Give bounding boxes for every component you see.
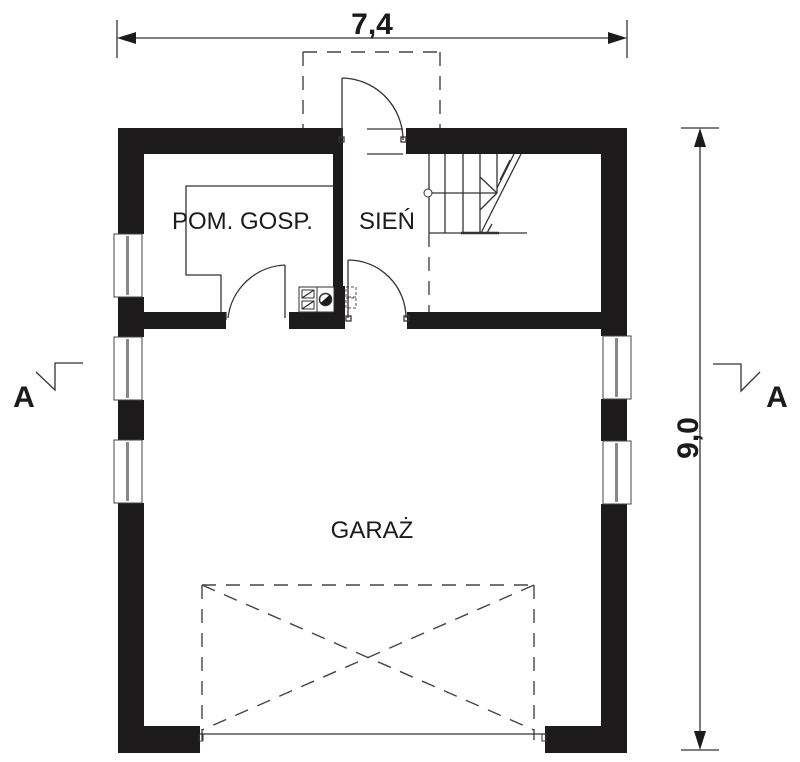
width-dimension: 7,4 bbox=[116, 8, 628, 58]
interior-walls bbox=[144, 128, 601, 329]
room-label-hall: SIEŃ bbox=[359, 208, 415, 235]
height-dimension: 9,0 bbox=[672, 127, 719, 751]
window-left-3 bbox=[113, 439, 143, 504]
garage-door bbox=[198, 584, 547, 742]
staircase bbox=[423, 153, 527, 312]
boiler-appliances bbox=[298, 286, 357, 313]
section-marker-right: A bbox=[713, 363, 788, 414]
section-marker-left: A bbox=[13, 362, 83, 414]
height-label: 9,0 bbox=[672, 417, 705, 459]
width-label: 7,4 bbox=[351, 8, 393, 41]
section-label-right: A bbox=[766, 381, 788, 414]
entrance-door bbox=[338, 77, 407, 155]
section-label-left: A bbox=[13, 381, 35, 414]
porch-outline bbox=[302, 51, 441, 128]
arrow-up-icon bbox=[694, 128, 706, 147]
window-right-1 bbox=[602, 335, 632, 400]
window-left-1 bbox=[113, 233, 143, 298]
hall-door bbox=[345, 259, 410, 322]
window-right-2 bbox=[602, 440, 632, 505]
utility-counter bbox=[185, 185, 333, 312]
arrow-left-icon bbox=[117, 32, 136, 44]
arrow-right-icon bbox=[608, 32, 627, 44]
window-left-2 bbox=[113, 336, 143, 401]
windows bbox=[113, 233, 632, 505]
room-label-garage: GARAŻ bbox=[331, 517, 414, 544]
arrow-down-icon bbox=[694, 731, 706, 750]
utility-door bbox=[225, 264, 286, 320]
room-label-utility: POM. GOSP. bbox=[172, 208, 313, 235]
exterior-walls bbox=[118, 128, 627, 753]
